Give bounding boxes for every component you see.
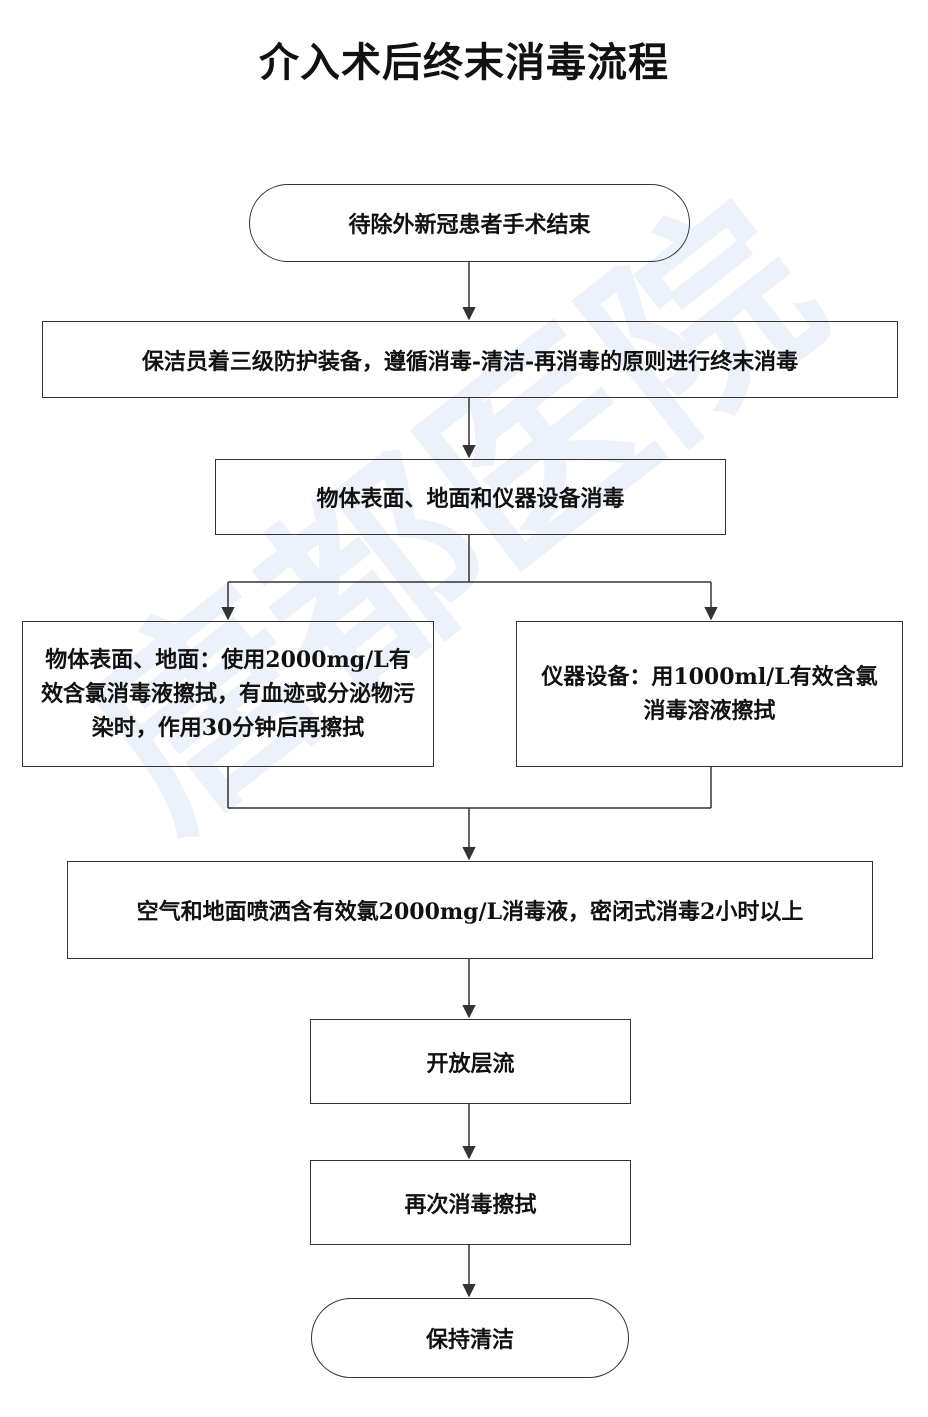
diagram-title: 介入术后终末消毒流程 bbox=[259, 40, 669, 86]
end-node: 保持清洁 bbox=[311, 1298, 629, 1378]
step-open-laminar-flow: 开放层流 bbox=[310, 1019, 631, 1104]
step-protective-equipment: 保洁员着三级防护装备，遵循消毒-清洁-再消毒的原则进行终末消毒 bbox=[42, 321, 898, 398]
branch-surface-floor: 物体表面、地面：使用2000mg/L有效含氯消毒液擦拭，有血迹或分泌物污染时，作… bbox=[22, 621, 434, 767]
start-node: 待除外新冠患者手术结束 bbox=[249, 184, 690, 262]
branch-equipment: 仪器设备：用1000ml/L有效含氯消毒溶液擦拭 bbox=[516, 621, 903, 767]
step-surface-disinfection: 物体表面、地面和仪器设备消毒 bbox=[215, 459, 726, 535]
step-air-spray: 空气和地面喷洒含有效氯2000mg/L消毒液，密闭式消毒2小时以上 bbox=[67, 861, 873, 959]
step-wipe-again: 再次消毒擦拭 bbox=[310, 1160, 631, 1245]
